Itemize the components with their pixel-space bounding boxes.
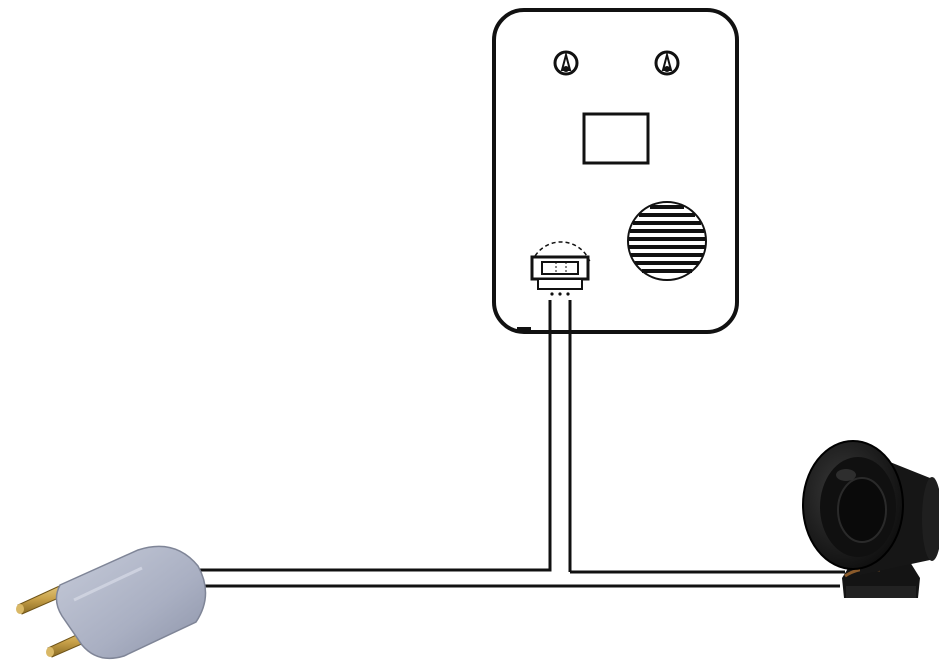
wire-connector-icon — [530, 241, 591, 296]
horn-siren-icon — [802, 440, 939, 598]
box-foot-marks — [517, 327, 531, 333]
display-window-icon — [582, 112, 650, 165]
screw-icon — [654, 50, 680, 76]
alarm-control-box-icon — [492, 8, 739, 334]
speaker-grille-icon — [627, 201, 707, 281]
screw-icon — [553, 50, 579, 76]
two-pin-plug-icon — [16, 545, 207, 660]
cable-to-plug — [200, 300, 840, 588]
